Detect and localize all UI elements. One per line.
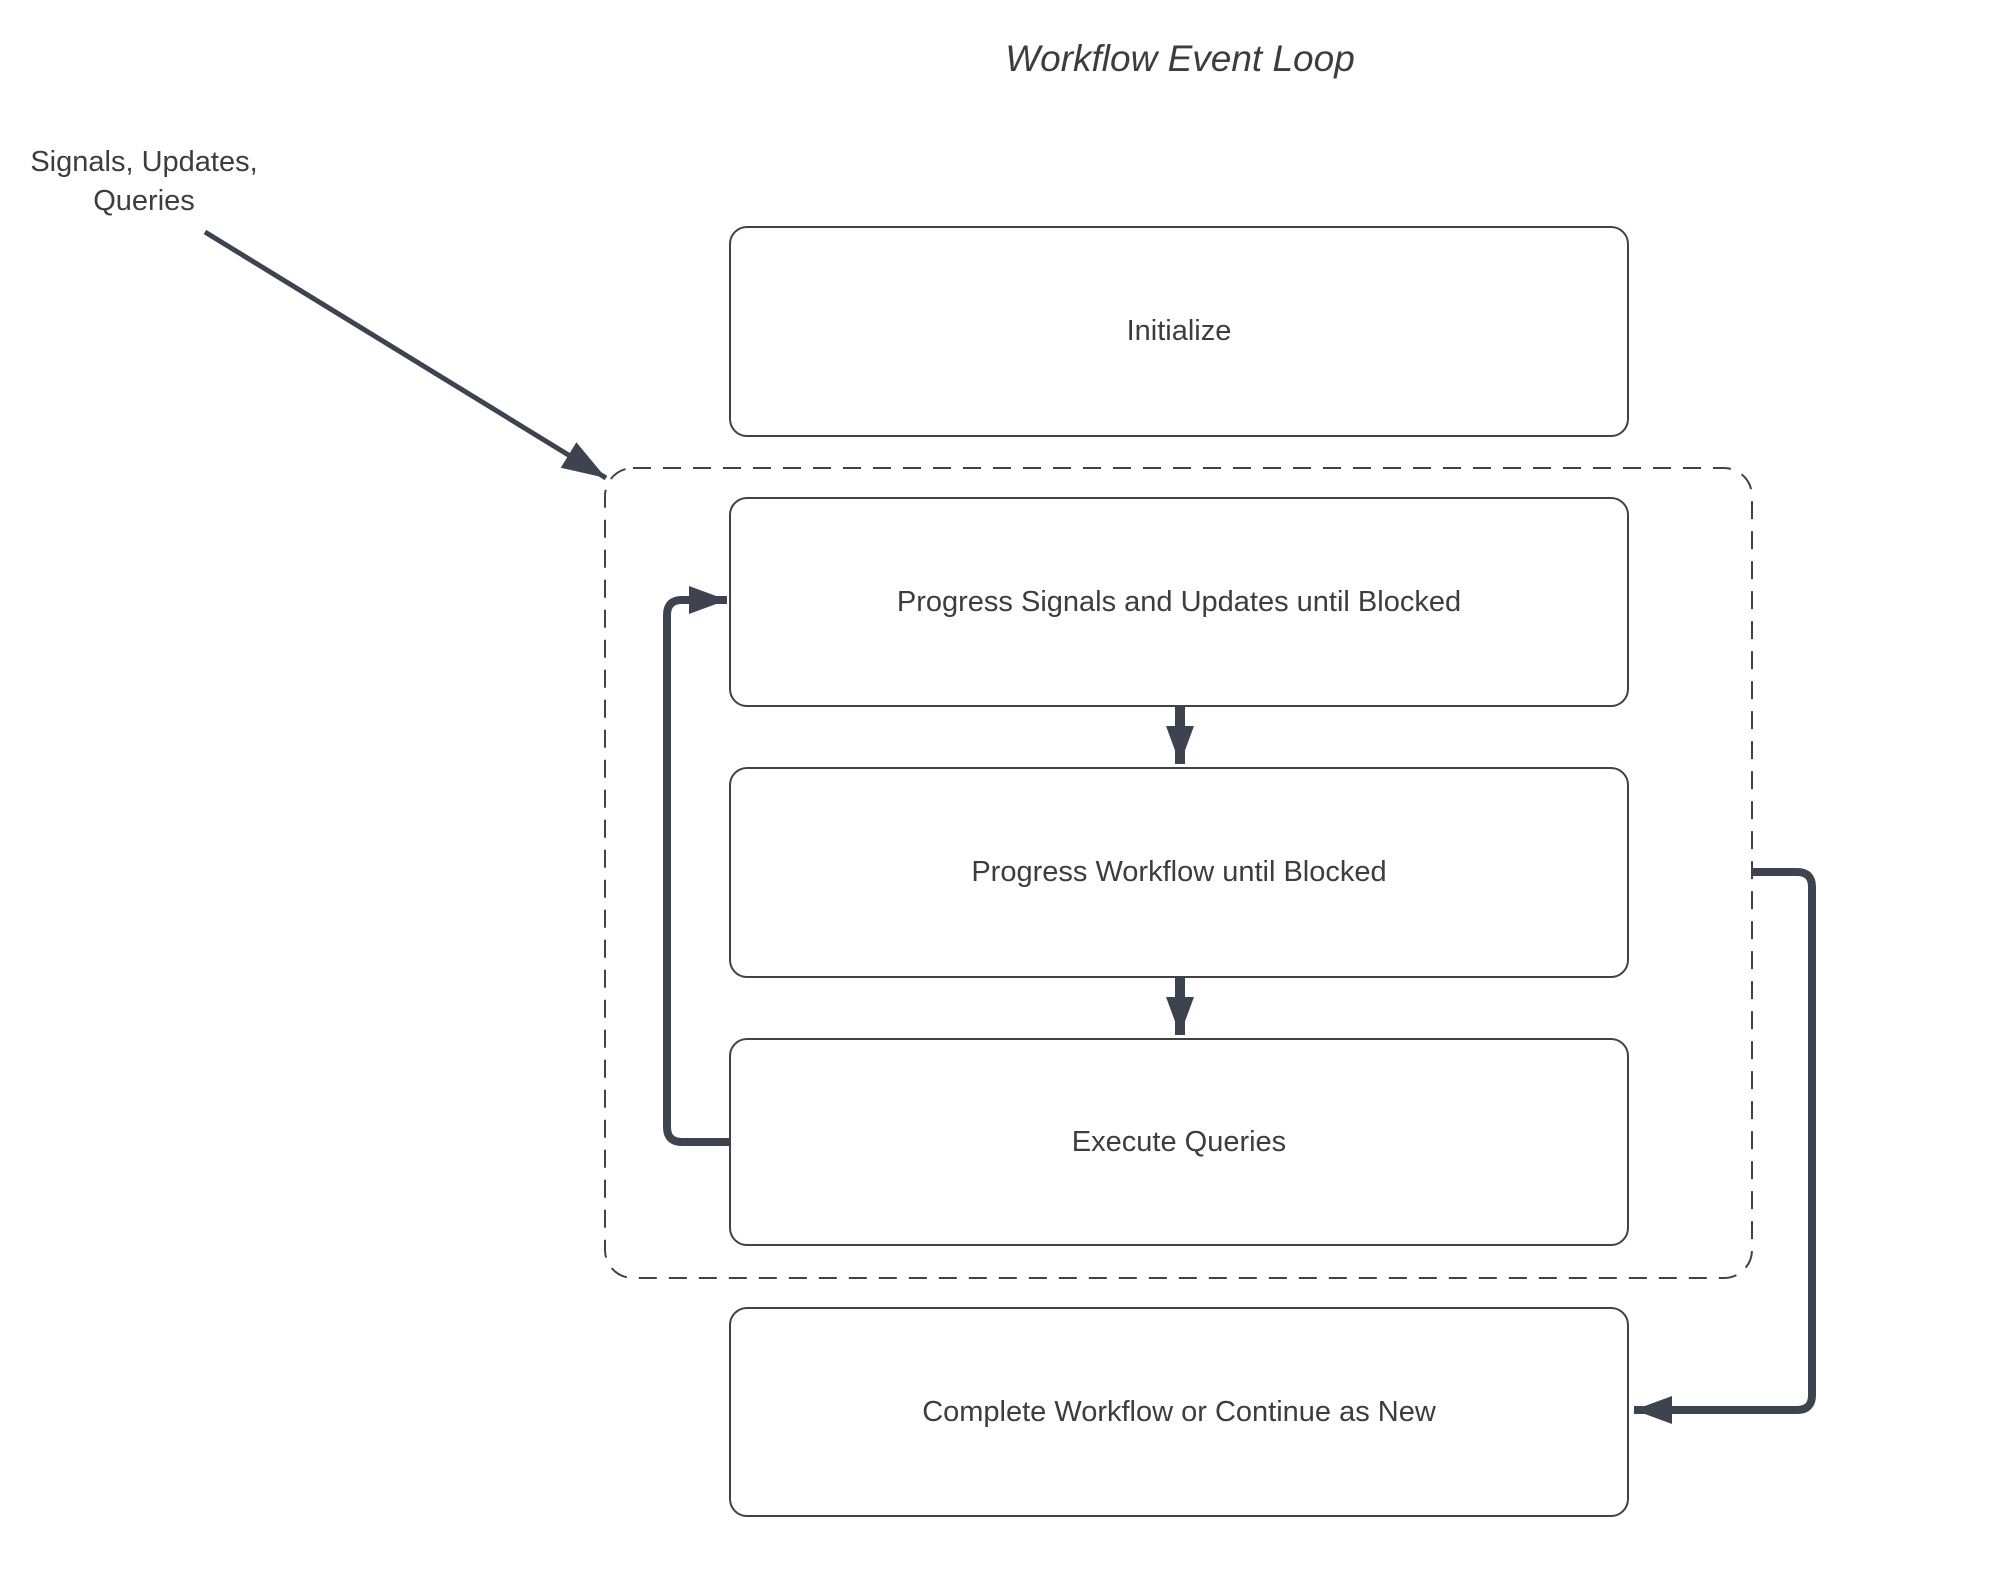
node-execute-queries-label: Execute Queries	[1071, 1125, 1287, 1158]
node-progress-signals: Progress Signals and Updates until Block…	[729, 497, 1629, 707]
node-progress-signals-label: Progress Signals and Updates until Block…	[896, 585, 1462, 618]
node-execute-queries: Execute Queries	[729, 1038, 1629, 1246]
node-complete-workflow-label: Complete Workflow or Continue as New	[922, 1395, 1436, 1428]
diagram-title: Workflow Event Loop	[1005, 38, 1355, 79]
loop-back-arrow	[663, 586, 729, 1146]
signals-updates-queries-label: Signals, Updates, Queries	[30, 146, 258, 217]
node-initialize: Initialize	[729, 226, 1629, 437]
complete-workflow-arrow	[1634, 868, 1816, 1424]
node-initialize-label: Initialize	[1126, 315, 1232, 347]
node-complete-workflow: Complete Workflow or Continue as New	[729, 1307, 1629, 1517]
signals-input-arrow	[203, 229, 608, 481]
node-progress-workflow: Progress Workflow until Blocked	[729, 767, 1629, 978]
node-progress-workflow-label: Progress Workflow until Blocked	[971, 856, 1387, 888]
